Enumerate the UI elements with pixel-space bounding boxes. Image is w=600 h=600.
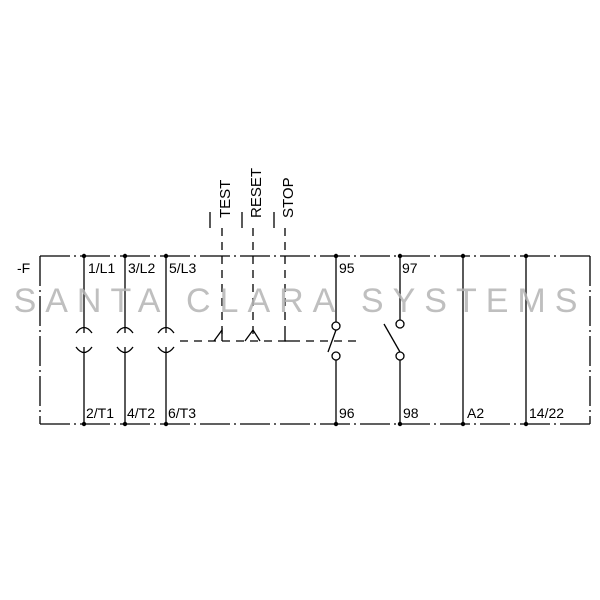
test-label: TEST <box>217 180 234 218</box>
terminal-3-l2: 3/L2 <box>128 260 155 276</box>
terminal-97: 97 <box>402 260 418 276</box>
reset-push-symbol <box>244 328 261 342</box>
thermal-pole-3 <box>157 256 175 424</box>
watermark: SANTA CLARA SYSTEMS <box>14 282 587 320</box>
test-push-symbol <box>213 328 223 342</box>
reset-label: RESET <box>248 168 265 218</box>
device-label: -F <box>17 260 30 276</box>
stop-label: STOP <box>280 177 297 218</box>
terminal-95: 95 <box>339 260 355 276</box>
terminal-98: 98 <box>403 405 419 421</box>
enclosure-frame <box>39 255 591 425</box>
terminal-1-l1: 1/L1 <box>88 260 115 276</box>
terminal-a2: A2 <box>467 405 484 421</box>
thermal-pole-1 <box>75 256 93 424</box>
terminal-6-t3: 6/T3 <box>168 405 196 421</box>
terminal-96: 96 <box>339 405 355 421</box>
terminal-14-22: 14/22 <box>529 405 564 421</box>
nc-contact-95-96 <box>327 256 341 424</box>
terminal-dots <box>81 253 529 427</box>
no-contact-97-98 <box>383 256 405 424</box>
mechanical-linkage <box>180 228 362 342</box>
terminal-2-t1: 2/T1 <box>86 405 114 421</box>
stop-push-symbol <box>284 334 292 342</box>
terminal-4-t2: 4/T2 <box>127 405 155 421</box>
actuator-bars <box>209 212 275 228</box>
thermal-pole-2 <box>116 256 134 424</box>
terminal-5-l3: 5/L3 <box>169 260 196 276</box>
